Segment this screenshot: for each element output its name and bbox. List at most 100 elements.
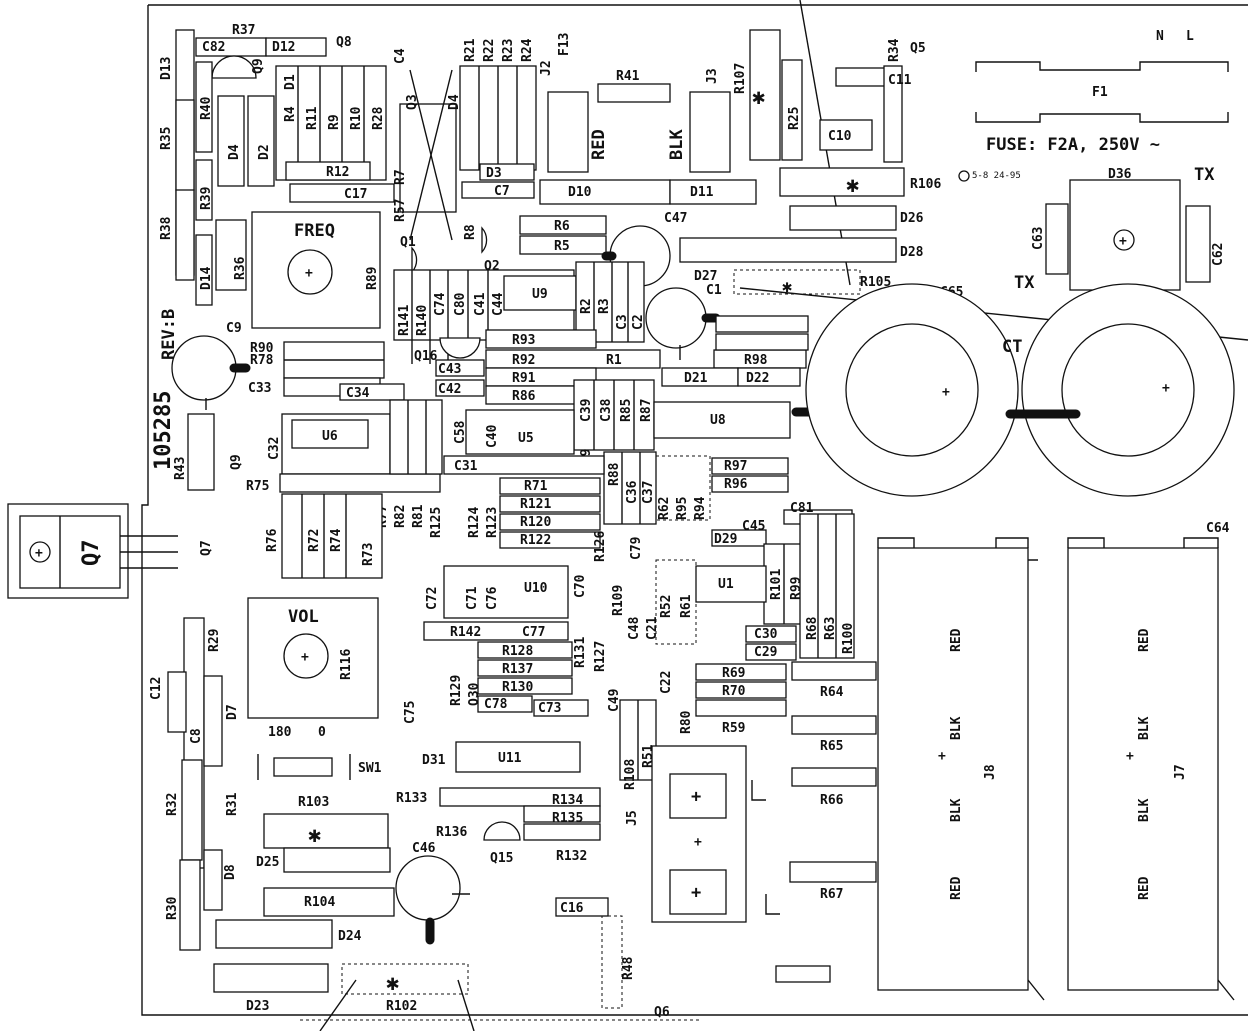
label-r85: R85 bbox=[619, 399, 634, 422]
label-c47: C47 bbox=[664, 211, 687, 226]
label-d13: D13 bbox=[159, 57, 174, 80]
label-c7: C7 bbox=[494, 184, 510, 199]
part-number: 105285 bbox=[151, 391, 176, 470]
label-r96: R96 bbox=[724, 477, 748, 492]
part-d23 bbox=[213, 963, 329, 993]
label-r25: R25 bbox=[787, 107, 802, 130]
part-c29 bbox=[745, 643, 797, 661]
svg-text:+: + bbox=[35, 546, 43, 561]
label-r3: R3 bbox=[597, 298, 612, 314]
label-r140: R140 bbox=[415, 305, 430, 336]
part-d24 bbox=[215, 919, 333, 949]
part-q3-q4-block bbox=[399, 103, 457, 213]
label-d29: D29 bbox=[714, 532, 737, 547]
part-d29 bbox=[711, 529, 767, 547]
board-outline bbox=[141, 4, 1248, 1016]
r106-asterisk: ✱ bbox=[846, 173, 859, 198]
label-d1: D1 bbox=[283, 74, 298, 90]
tx-left-label: TX bbox=[1014, 273, 1035, 293]
label-r95: R95 bbox=[675, 497, 690, 520]
part-j8-connector bbox=[877, 547, 1029, 991]
label-j2: J2 bbox=[539, 60, 554, 76]
part-r30 bbox=[179, 859, 201, 951]
label-c22: C22 bbox=[659, 671, 674, 694]
part-j7-connector bbox=[1067, 547, 1219, 991]
label-r12: R12 bbox=[326, 165, 349, 180]
label-r130: R130 bbox=[502, 680, 533, 695]
label-c70: C70 bbox=[573, 574, 588, 598]
j7-lower: BLK bbox=[1137, 798, 1152, 822]
part-r69 bbox=[695, 663, 787, 681]
svg-text:+: + bbox=[691, 883, 701, 903]
label-d23: D23 bbox=[246, 999, 269, 1014]
label-r81: R81 bbox=[411, 504, 426, 528]
label-c62: C62 bbox=[1211, 243, 1226, 266]
part-d7 bbox=[203, 675, 223, 767]
label-r106: R106 bbox=[910, 177, 941, 192]
part-u10-block bbox=[443, 565, 569, 619]
part-c78 bbox=[477, 695, 533, 713]
label-c43: C43 bbox=[438, 362, 461, 377]
part-u5-block bbox=[465, 409, 575, 455]
part-r97 bbox=[711, 457, 789, 475]
part-d14 bbox=[195, 234, 213, 306]
part-c73 bbox=[533, 699, 589, 717]
j5-pin-bottom bbox=[669, 869, 727, 915]
part-d10 bbox=[539, 179, 671, 205]
part-r77-r81 bbox=[389, 399, 443, 475]
label-r141: R141 bbox=[397, 305, 412, 336]
part-r133 bbox=[439, 787, 601, 807]
label-r52: R52 bbox=[659, 595, 674, 618]
label-c38: C38 bbox=[599, 398, 614, 422]
part-q9-transistor bbox=[211, 55, 257, 79]
label-d8: D8 bbox=[223, 864, 238, 880]
label-c3: C3 bbox=[615, 314, 630, 330]
label-r37: R37 bbox=[232, 23, 255, 38]
label-r116: R116 bbox=[339, 649, 354, 680]
label-r86: R86 bbox=[512, 389, 536, 404]
r105-asterisk: ✱ bbox=[782, 277, 792, 297]
label-c71: C71 bbox=[465, 586, 480, 610]
part-r106-trim bbox=[779, 167, 905, 197]
part-c42 bbox=[435, 379, 485, 397]
part-sw1-slider bbox=[273, 757, 333, 777]
part-r142-c77 bbox=[423, 621, 569, 641]
label-u1: U1 bbox=[718, 577, 734, 592]
part-d28-bar bbox=[679, 237, 897, 263]
part-r105-trim bbox=[733, 269, 861, 295]
label-d25: D25 bbox=[256, 855, 279, 870]
label-j5: J5 bbox=[625, 810, 640, 826]
label-r62: R62 bbox=[657, 497, 672, 520]
label-d12: D12 bbox=[272, 40, 295, 55]
part-r135 bbox=[523, 823, 601, 841]
label-r69: R69 bbox=[722, 666, 745, 681]
label-u8: U8 bbox=[710, 413, 726, 428]
label-r137: R137 bbox=[502, 662, 533, 677]
revision-label: REV:B bbox=[159, 309, 179, 360]
part-q7-body bbox=[19, 515, 121, 589]
part-freq-pot bbox=[251, 211, 381, 329]
svg-text:+: + bbox=[938, 749, 946, 764]
label-q9b: Q9 bbox=[229, 454, 244, 470]
part-d2 bbox=[247, 95, 275, 187]
svg-text:+: + bbox=[942, 385, 950, 400]
label-r128: R128 bbox=[502, 644, 533, 659]
part-d3 bbox=[479, 163, 535, 181]
part-r64 bbox=[791, 661, 877, 681]
label-c77: C77 bbox=[522, 625, 545, 640]
label-r38: R38 bbox=[159, 216, 174, 240]
part-f1-fuse-holder bbox=[975, 61, 1229, 123]
label-r66: R66 bbox=[820, 793, 844, 808]
part-c65-inner bbox=[845, 323, 979, 457]
part-r6 bbox=[519, 215, 607, 235]
label-r1: R1 bbox=[606, 353, 622, 368]
label-r123: R123 bbox=[485, 507, 500, 538]
label-d36: D36 bbox=[1108, 167, 1132, 182]
label-r35: R35 bbox=[159, 127, 174, 150]
part-d4-left bbox=[217, 95, 245, 187]
label-r102: R102 bbox=[386, 999, 417, 1014]
part-c30 bbox=[745, 625, 797, 643]
label-r127: R127 bbox=[593, 641, 608, 672]
label-c72: C72 bbox=[425, 587, 440, 610]
part-u6-block bbox=[281, 413, 391, 475]
